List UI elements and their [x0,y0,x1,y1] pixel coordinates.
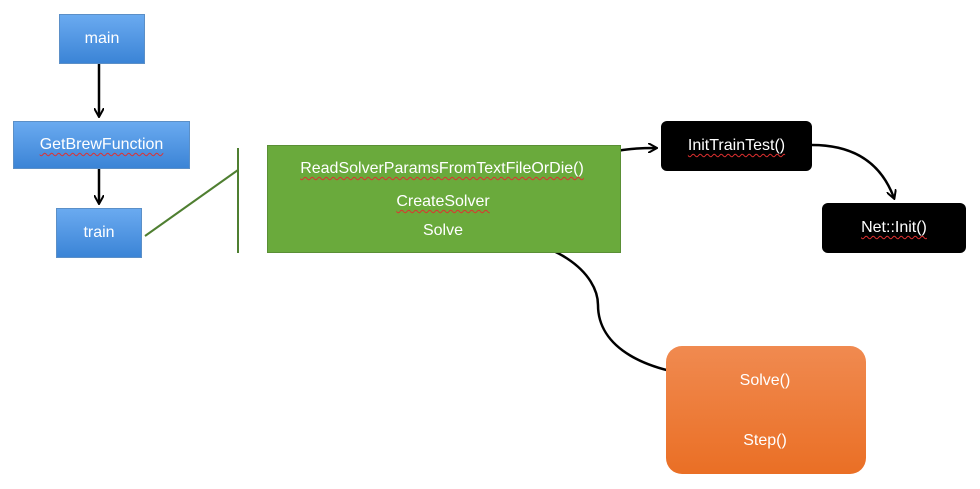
arrow-inittraintest-to-netinit [811,143,894,198]
node-main: main [59,14,145,64]
node-init-train-test-label: InitTrainTest() [687,137,786,154]
node-train-label: train [83,224,115,241]
node-main-label: main [84,30,120,47]
node-get-brew-function-label: GetBrewFunction [39,136,164,153]
callout-line [144,169,239,237]
node-net-init-label: Net::Init() [861,219,927,236]
node-init-train-test: InitTrainTest() [661,121,812,171]
solver-panel-solve: Solve() [739,372,791,389]
solver-panel-step: Step() [743,432,787,449]
panel-solve: Solve [422,222,464,239]
panel-read-solver-params: ReadSolverParamsFromTextFileOrDie() [300,160,584,177]
solver-detail-panel [666,346,866,474]
train-detail-panel [267,145,621,253]
node-net-init: Net::Init() [822,203,966,253]
node-train: train [56,208,142,258]
panel-create-solver: CreateSolver [396,193,490,210]
node-get-brew-function: GetBrewFunction [13,121,190,169]
